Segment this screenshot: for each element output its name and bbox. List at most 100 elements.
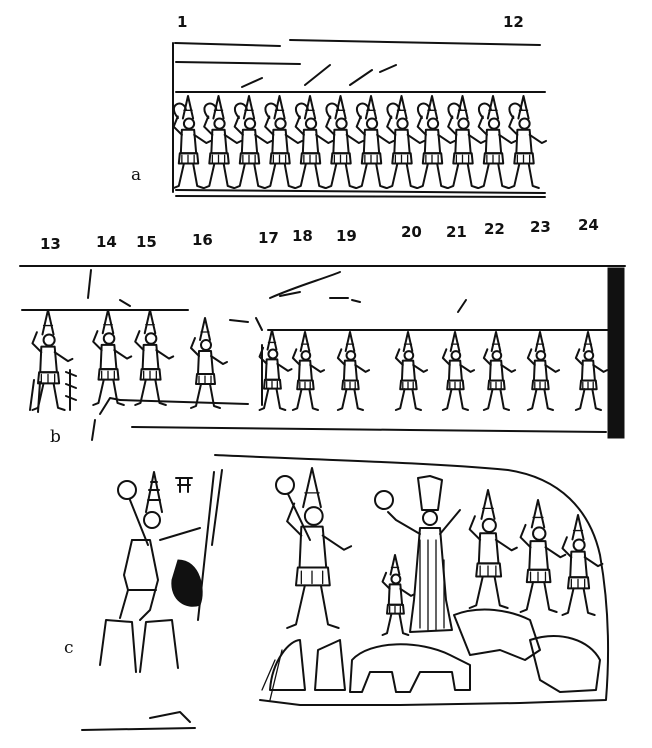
line-stroke bbox=[291, 388, 303, 411]
line-stroke bbox=[574, 388, 586, 411]
line-stroke bbox=[299, 152, 322, 165]
panel-c-relief bbox=[81, 454, 609, 731]
line-stroke bbox=[579, 379, 598, 391]
line-stroke bbox=[479, 565, 497, 576]
line-stroke bbox=[386, 603, 405, 615]
head-circle bbox=[457, 117, 470, 130]
line-stroke bbox=[258, 387, 270, 411]
head-circle bbox=[267, 348, 279, 360]
panel-b-number: 14 bbox=[96, 233, 117, 251]
line-stroke bbox=[297, 359, 313, 382]
line-stroke bbox=[299, 381, 311, 389]
head-circle bbox=[572, 538, 586, 552]
line-stroke bbox=[233, 115, 244, 136]
line-stroke bbox=[286, 584, 306, 629]
line-stroke bbox=[480, 489, 496, 520]
head-circle bbox=[182, 117, 196, 130]
line-stroke bbox=[177, 152, 200, 165]
line-stroke bbox=[394, 154, 409, 164]
panel-a-warriors bbox=[172, 95, 547, 189]
line-stroke bbox=[582, 331, 594, 353]
panel-b-number: 21 bbox=[446, 223, 467, 241]
line-stroke bbox=[284, 133, 303, 145]
line-stroke bbox=[561, 536, 573, 559]
line-stroke bbox=[332, 128, 350, 155]
line-stroke bbox=[425, 154, 439, 164]
line-stroke bbox=[561, 587, 575, 616]
detail bbox=[261, 649, 283, 701]
line-stroke bbox=[508, 162, 521, 189]
line-stroke bbox=[212, 95, 225, 120]
line-stroke bbox=[402, 331, 414, 353]
line-stroke bbox=[455, 154, 470, 164]
panel-c-label: c bbox=[64, 638, 74, 658]
line-stroke bbox=[336, 348, 346, 366]
line-stroke bbox=[360, 152, 383, 165]
line-stroke bbox=[490, 381, 502, 389]
line-stroke bbox=[441, 388, 453, 411]
line-stroke bbox=[264, 115, 275, 136]
line-stroke bbox=[333, 154, 348, 164]
line-stroke bbox=[208, 152, 230, 165]
head-circle bbox=[303, 506, 324, 526]
panel-b-number: 24 bbox=[578, 216, 599, 234]
line-stroke bbox=[112, 378, 125, 406]
panel-a-label: a bbox=[131, 165, 142, 185]
line-stroke bbox=[275, 387, 287, 411]
line-stroke bbox=[53, 351, 74, 363]
small-figure bbox=[269, 639, 346, 691]
line-stroke bbox=[263, 378, 282, 390]
line-stroke bbox=[199, 317, 211, 341]
line-stroke bbox=[389, 554, 401, 576]
line-stroke bbox=[101, 309, 115, 335]
line-stroke bbox=[487, 379, 506, 391]
line-stroke bbox=[330, 152, 352, 165]
panel-a-number-end: 12 bbox=[503, 13, 524, 31]
warrior-figure bbox=[203, 95, 242, 189]
head-circle bbox=[583, 350, 595, 361]
warrior-figure bbox=[416, 95, 456, 189]
line-stroke bbox=[172, 115, 183, 136]
robe-pleat bbox=[419, 539, 445, 631]
head-circle bbox=[532, 526, 547, 541]
line-stroke bbox=[210, 128, 228, 155]
line-stroke bbox=[269, 152, 291, 165]
staff-line bbox=[29, 379, 41, 413]
line-stroke bbox=[264, 162, 277, 189]
line-stroke bbox=[253, 162, 266, 189]
line-stroke bbox=[190, 383, 202, 409]
line-stroke bbox=[92, 378, 105, 406]
warrior-figure bbox=[233, 95, 273, 189]
head-circle bbox=[535, 350, 547, 361]
line-stroke bbox=[544, 546, 567, 559]
head-circle bbox=[144, 332, 158, 345]
warrior-figure bbox=[294, 95, 334, 189]
line-stroke bbox=[477, 115, 488, 136]
head-circle bbox=[304, 117, 318, 130]
line-stroke bbox=[271, 128, 289, 155]
line-stroke bbox=[484, 128, 503, 155]
line-stroke bbox=[468, 575, 484, 609]
head-circle bbox=[300, 350, 312, 361]
line-stroke bbox=[321, 534, 353, 551]
line-stroke bbox=[395, 95, 408, 120]
sickle-curl bbox=[447, 102, 462, 119]
warrior-figure bbox=[561, 514, 604, 616]
line-stroke bbox=[325, 162, 338, 189]
head-circle bbox=[518, 117, 531, 130]
line-stroke bbox=[97, 368, 120, 381]
line-stroke bbox=[517, 95, 530, 120]
mace-shaft bbox=[287, 493, 311, 541]
line-stroke bbox=[582, 587, 596, 616]
line-stroke bbox=[179, 128, 198, 155]
line-stroke bbox=[266, 329, 278, 351]
head-circle bbox=[403, 350, 415, 361]
line-stroke bbox=[508, 115, 519, 136]
head-circle bbox=[213, 117, 226, 130]
line-stroke bbox=[197, 350, 214, 375]
mace-head bbox=[275, 475, 295, 495]
line-stroke bbox=[240, 128, 259, 155]
line-stroke bbox=[416, 115, 427, 136]
line-stroke bbox=[399, 587, 416, 597]
